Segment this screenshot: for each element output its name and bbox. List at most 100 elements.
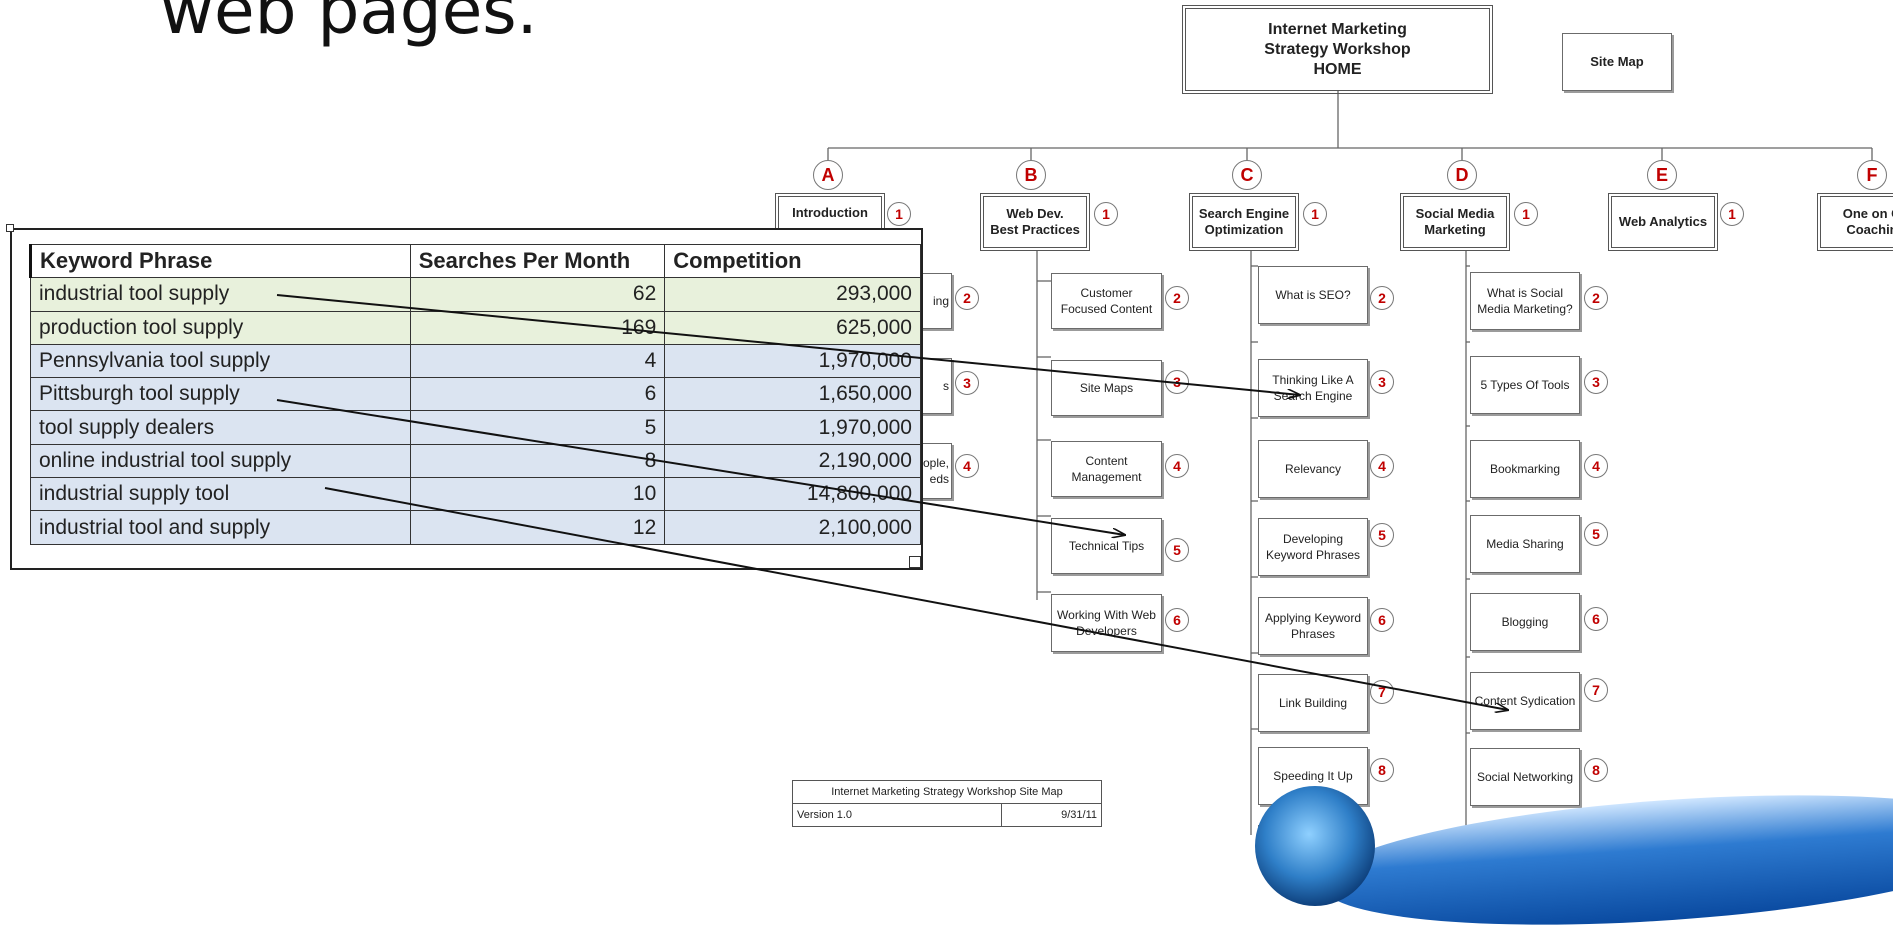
section-c-item-4-num: 4: [1370, 454, 1394, 478]
section-d-item-3-label: 5 Types Of Tools: [1480, 378, 1570, 392]
phrase-cell: production tool supply: [30, 310, 411, 345]
competition-cell: 293,000: [664, 277, 921, 312]
section-d-item-5-label: Media Sharing: [1486, 537, 1564, 551]
phrase-cell: industrial tool supply: [30, 277, 411, 312]
home-line-2: Strategy Workshop: [1264, 40, 1411, 58]
section-d-num: 1: [1514, 202, 1538, 226]
section-d-item-7-num: 7: [1584, 678, 1608, 702]
section-d-item-4: Bookmarking: [1470, 440, 1580, 498]
section-c-item-5-num: 5: [1370, 523, 1394, 547]
section-d-item-3-num: 3: [1584, 370, 1608, 394]
section-c-item-3: Thinking Like A Search Engine: [1258, 359, 1368, 417]
searches-cell: 169: [409, 310, 666, 345]
section-letter-c: C: [1232, 160, 1262, 190]
section-c-item-2: What is SEO?: [1258, 266, 1368, 324]
section-d-item-2-num: 2: [1584, 286, 1608, 310]
section-b-item-2: Customer Focused Content: [1051, 273, 1162, 329]
competition-cell: 1,650,000: [664, 377, 921, 412]
section-a-title: Introduction: [775, 193, 885, 233]
section-b-item-3-label: Site Maps: [1079, 381, 1134, 395]
section-c-item-8-num: 8: [1370, 758, 1394, 782]
section-c-item-8-label: Speeding It Up: [1273, 769, 1353, 783]
section-b-title-1: Web Dev.: [1006, 206, 1064, 221]
section-b-item-2-label: Customer Focused Content: [1060, 286, 1153, 316]
section-e-num: 1: [1720, 202, 1744, 226]
section-c-item-7: Link Building: [1258, 674, 1368, 732]
competition-cell: 14,800,000: [664, 477, 921, 512]
header-keyword-phrase: Keyword Phrase: [29, 243, 411, 279]
section-b-item-4-label: Content Management: [1071, 454, 1142, 484]
section-e-title: Web Analytics: [1608, 193, 1718, 251]
home-line-1: Internet Marketing: [1268, 20, 1407, 38]
sitemap-info-title-row: Internet Marketing Strategy Workshop Sit…: [792, 780, 1102, 804]
phrase-cell: online industrial tool supply: [30, 443, 411, 479]
section-b-title-2: Best Practices: [990, 222, 1080, 237]
section-c-item-5: Developing Keyword Phrases: [1258, 518, 1368, 576]
home-line-3: HOME: [1313, 60, 1362, 78]
sitemap-info-title: Internet Marketing Strategy Workshop Sit…: [792, 780, 1102, 804]
competition-cell: 625,000: [664, 310, 921, 345]
section-a-item-3-label: s: [943, 379, 949, 393]
section-d-item-5: Media Sharing: [1470, 515, 1580, 573]
section-d-item-8-num: 8: [1584, 758, 1608, 782]
section-b-num: 1: [1094, 202, 1118, 226]
section-d-item-8: Social Networking: [1470, 748, 1580, 806]
phrase-cell: Pennsylvania tool supply: [30, 343, 411, 379]
section-a-item-2-num: 2: [955, 286, 979, 310]
section-a-item-4-num: 4: [955, 454, 979, 478]
section-c-item-8: Speeding It Up: [1258, 747, 1368, 805]
section-b-item-5-num: 5: [1165, 538, 1189, 562]
competition-cell: 2,190,000: [664, 443, 921, 479]
searches-cell: 62: [409, 277, 666, 312]
competition-cell: 1,970,000: [664, 410, 921, 445]
searches-cell: 5: [409, 410, 666, 445]
section-c-item-3-label: Thinking Like A Search Engine: [1272, 373, 1354, 403]
section-a-item-4-label: ople, eds: [922, 456, 949, 486]
phrase-cell: industrial supply tool: [30, 477, 411, 512]
section-c-item-3-num: 3: [1370, 370, 1394, 394]
section-d-item-2-label: What is Social Media Marketing?: [1477, 286, 1573, 316]
section-d-item-6-num: 6: [1584, 607, 1608, 631]
slide-heading: web pages.: [160, 0, 538, 49]
section-c-item-6: Applying Keyword Phrases: [1258, 597, 1368, 655]
section-a-title-text: Introduction: [792, 205, 868, 220]
section-c-item-6-num: 6: [1370, 608, 1394, 632]
section-f-title-1: One on O: [1842, 206, 1893, 221]
section-d-item-6: Blogging: [1470, 593, 1580, 651]
site-map-node: Site Map: [1562, 33, 1672, 91]
home-node: Internet Marketing Strategy Workshop HOM…: [1182, 5, 1493, 94]
resize-handle-bottom-right[interactable]: [909, 556, 921, 568]
section-c-item-4: Relevancy: [1258, 440, 1368, 498]
globe-logo-icon: [1255, 786, 1375, 906]
section-a-num: 1: [887, 202, 911, 226]
resize-handle-top-left[interactable]: [6, 224, 14, 232]
section-f-title-2: Coachin: [1846, 222, 1893, 237]
section-c-item-4-label: Relevancy: [1284, 462, 1342, 476]
site-map-label: Site Map: [1590, 54, 1644, 69]
section-d-item-4-num: 4: [1584, 454, 1608, 478]
section-b-item-6: Working With Web Developers: [1051, 594, 1162, 652]
phrase-cell: tool supply dealers: [30, 410, 411, 445]
section-letter-e: E: [1647, 160, 1677, 190]
section-b-item-4: Content Management: [1051, 441, 1162, 497]
section-d-item-8-label: Social Networking: [1476, 770, 1574, 784]
searches-cell: 8: [409, 443, 666, 479]
section-a-item-2-label: ing: [932, 294, 949, 308]
sitemap-info-table: Internet Marketing Strategy Workshop Sit…: [792, 780, 1102, 827]
competition-cell: 1,970,000: [664, 343, 921, 379]
phrase-cell: Pittsburgh tool supply: [30, 377, 411, 412]
section-d-item-3: 5 Types Of Tools: [1470, 356, 1580, 414]
section-c-item-5-label: Developing Keyword Phrases: [1265, 532, 1361, 562]
sitemap-info-date: 9/31/11: [1001, 803, 1102, 827]
section-c-title-1: Search Engine: [1198, 206, 1290, 221]
section-b-item-6-label: Working With Web Developers: [1057, 608, 1156, 638]
section-d-item-4-label: Bookmarking: [1489, 462, 1561, 476]
